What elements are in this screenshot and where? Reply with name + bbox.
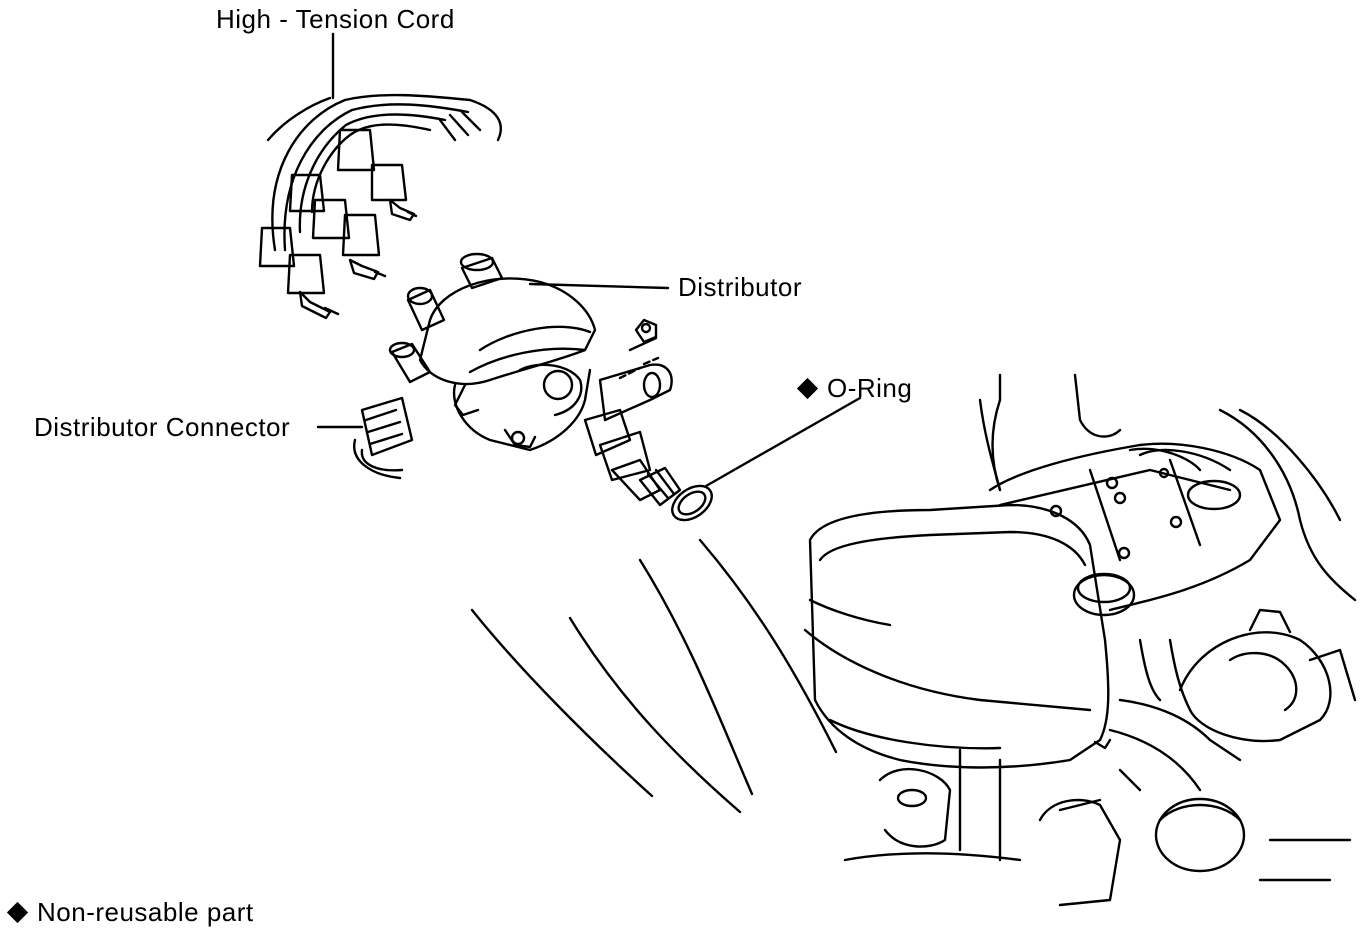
o-ring-callout: O-Ring [796,373,913,403]
distributor-connector-drawing [316,396,414,480]
high-tension-cord-label: High - Tension Cord [216,4,455,34]
distributor-drawing [388,252,682,507]
distributor-leader [528,282,670,290]
distributor-connector-label: Distributor Connector [34,412,291,442]
non-reusable-diamond-icon [796,377,819,400]
legend-diamond-icon [6,901,29,924]
high-tension-cord-drawing [258,32,502,320]
o-ring-drawing [671,396,862,522]
legend-label: Non-reusable part [37,897,254,927]
o-ring-leader [704,396,862,488]
engine-drawing [470,373,1357,907]
legend: Non-reusable part [6,897,254,927]
distributor-label: Distributor [678,272,802,302]
o-ring-label: O-Ring [827,373,913,403]
